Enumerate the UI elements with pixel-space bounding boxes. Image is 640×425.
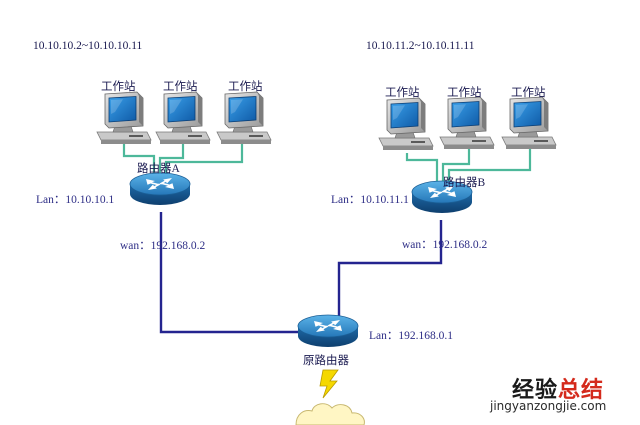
watermark-title: 经验总结 [512, 372, 604, 404]
router-b-wan: wan：192.168.0.2 [402, 239, 488, 251]
wan-uplinks [159, 212, 443, 334]
workstation-a3-label: 工作站 [228, 81, 263, 93]
cloud-icon [295, 403, 365, 425]
origin-router-name: 原路由器 [303, 355, 349, 367]
network-range-a: 10.10.10.2~10.10.10.11 [33, 40, 143, 52]
router-a-icon [129, 172, 191, 206]
uplink-router-a [159, 212, 300, 334]
network-range-b: 10.10.11.2~10.10.11.11 [366, 40, 475, 52]
cable-ws1-a [122, 141, 156, 176]
cable-ws2-a [158, 141, 185, 176]
lan-cables-a [122, 141, 244, 176]
cable-ws3-b [447, 147, 532, 184]
workstation-a1-label: 工作站 [101, 81, 136, 93]
router-b-name: 路由器B [443, 177, 486, 189]
uplink-router-b [337, 220, 443, 318]
origin-router-icon [297, 314, 359, 348]
workstation-b2-icon [439, 96, 495, 150]
router-a-lan: Lan：10.10.10.1 [36, 194, 115, 206]
workstation-a2-label: 工作站 [163, 81, 198, 93]
workstation-b2-label: 工作站 [447, 87, 482, 99]
workstation-b3-label: 工作站 [511, 87, 546, 99]
workstation-b1-icon [378, 97, 434, 151]
lightning-icon [319, 369, 339, 399]
lan-cables-b [405, 147, 532, 184]
watermark-part2: 总结 [558, 378, 605, 403]
origin-router-lan: Lan：192.168.0.1 [369, 330, 454, 342]
watermark-part1: 经验 [512, 378, 559, 403]
workstation-a3-icon [216, 91, 272, 145]
cable-ws3-a [164, 141, 244, 176]
watermark-url: jingyanzongjie.com [490, 399, 607, 413]
cable-ws1-b [405, 153, 439, 184]
router-b-lan: Lan：10.10.11.1 [331, 194, 409, 206]
workstation-a1-icon [96, 91, 152, 145]
workstation-b3-icon [501, 96, 557, 150]
cable-ws2-b [441, 147, 471, 184]
router-a-name: 路由器A [137, 163, 180, 175]
workstation-b1-label: 工作站 [385, 87, 420, 99]
workstation-a2-icon [155, 91, 211, 145]
router-a-wan: wan：192.168.0.2 [120, 240, 206, 252]
